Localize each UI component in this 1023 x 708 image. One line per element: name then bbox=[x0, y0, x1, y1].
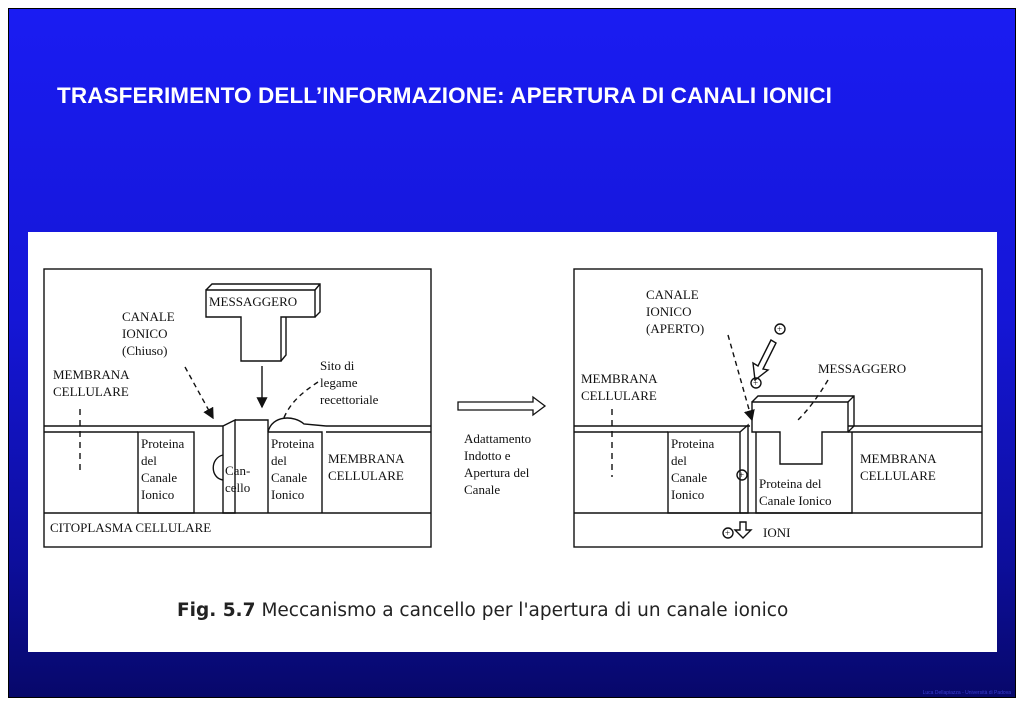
left-membrana-right-label-2: CELLULARE bbox=[328, 468, 404, 483]
transition-labels: Adattamento Indotto e Apertura del Canal… bbox=[464, 431, 531, 497]
plus-ion-circle-3 bbox=[736, 469, 748, 481]
arrow-label-2: Indotto e bbox=[464, 448, 511, 463]
right-canale-label-3: (APERTO) bbox=[646, 321, 704, 336]
left-cancello-label-1: Can- bbox=[225, 463, 250, 478]
left-sito-leader bbox=[282, 381, 319, 421]
left-panel bbox=[43, 268, 432, 548]
right-messenger-depth bbox=[751, 395, 855, 433]
slide-background: TRASFERIMENTO DELL’INFORMAZIONE: APERTUR… bbox=[8, 8, 1016, 698]
arrow-label-4: Canale bbox=[464, 482, 500, 497]
plus-ion-circle-1 bbox=[774, 323, 786, 335]
ion-channel-diagram: MESSAGGERO CANALE IONICO (Chiuso) MEMBRA… bbox=[43, 268, 983, 548]
right-proteina2-label-2: Canale Ionico bbox=[759, 493, 832, 508]
plus-sign-1: + bbox=[777, 324, 782, 334]
right-ioni-label: IONI bbox=[763, 525, 790, 540]
left-cancello-label-2: cello bbox=[225, 480, 250, 495]
right-membrana-right-label-1: MEMBRANA bbox=[860, 451, 937, 466]
right-membrana-right-label-2: CELLULARE bbox=[860, 468, 936, 483]
left-sito-label-3: recettoriale bbox=[320, 392, 379, 407]
left-messenger-depth bbox=[205, 283, 321, 362]
figure-caption-text: Meccanismo a cancello per l'apertura di … bbox=[261, 600, 789, 621]
left-proteina2-label-2: del bbox=[271, 453, 287, 468]
arrow-label-3: Apertura del bbox=[464, 465, 530, 480]
left-panel-frame bbox=[43, 268, 432, 548]
left-membrana-label-2: CELLULARE bbox=[53, 384, 129, 399]
left-sito-label-2: legame bbox=[320, 375, 358, 390]
left-gate-bump bbox=[212, 454, 224, 481]
left-proteina-label-1: Proteina bbox=[141, 436, 185, 451]
figure-panel: MESSAGGERO CANALE IONICO (Chiuso) MEMBRA… bbox=[28, 232, 997, 652]
left-proteina-label-4: Ionico bbox=[141, 487, 174, 502]
left-binding-site bbox=[267, 417, 327, 433]
left-messaggero-label: MESSAGGERO bbox=[209, 294, 297, 309]
right-membrana-label-2: CELLULARE bbox=[581, 388, 657, 403]
right-proteina-label-2: del bbox=[671, 453, 687, 468]
left-gate-side bbox=[222, 418, 236, 514]
right-canale-label-1: CANALE bbox=[646, 287, 699, 302]
left-protein-block bbox=[137, 431, 195, 514]
arrow-label-1: Adattamento bbox=[464, 431, 531, 446]
plus-sign-2: + bbox=[753, 378, 758, 388]
right-panel bbox=[573, 268, 983, 548]
slide-footer: Luca Dellapiazza - Università di Padova bbox=[922, 690, 1011, 696]
left-proteina2-label-3: Canale bbox=[271, 470, 307, 485]
transition-arrow-shape bbox=[457, 395, 547, 417]
right-panel-labels: CANALE IONICO (APERTO) MEMBRANA CELLULAR… bbox=[581, 287, 937, 540]
right-protein2-block bbox=[755, 432, 853, 514]
left-membrana-right-label-1: MEMBRANA bbox=[328, 451, 405, 466]
left-canale-label-3: (Chiuso) bbox=[122, 343, 168, 358]
slide-title: TRASFERIMENTO DELL’INFORMAZIONE: APERTUR… bbox=[57, 83, 832, 108]
right-ion-entry-arrow bbox=[752, 339, 777, 382]
plus-ion-circle-2 bbox=[750, 377, 762, 389]
right-ion-exit-arrow bbox=[733, 521, 753, 539]
left-proteina-label-2: del bbox=[141, 453, 157, 468]
right-proteina-label-3: Canale bbox=[671, 470, 707, 485]
right-panel-frame bbox=[573, 268, 983, 548]
right-proteina2-label-1: Proteina del bbox=[759, 476, 822, 491]
left-canale-label-1: CANALE bbox=[122, 309, 175, 324]
left-citoplasma-label: CITOPLASMA CELLULARE bbox=[50, 520, 211, 535]
figure-caption-number: Fig. 5.7 bbox=[177, 600, 256, 621]
left-canale-leader bbox=[184, 366, 214, 420]
left-gate-front bbox=[235, 419, 269, 513]
left-canale-label-2: IONICO bbox=[122, 326, 168, 341]
right-protein-block bbox=[667, 431, 741, 514]
right-proteina-label-1: Proteina bbox=[671, 436, 715, 451]
plus-ion-circle-4 bbox=[722, 527, 734, 539]
left-protein2-block bbox=[268, 431, 323, 513]
right-canale-leader bbox=[727, 334, 755, 422]
right-messaggero-label: MESSAGGERO bbox=[818, 361, 906, 376]
right-proteina-label-4: Ionico bbox=[671, 487, 704, 502]
plus-sign-3: + bbox=[739, 470, 744, 480]
left-proteina2-label-1: Proteina bbox=[271, 436, 315, 451]
left-sito-label-1: Sito di bbox=[320, 358, 355, 373]
right-messenger-shape bbox=[751, 401, 849, 465]
right-messaggero-leader bbox=[797, 379, 829, 421]
right-membrana-label-1: MEMBRANA bbox=[581, 371, 658, 386]
right-canale-label-2: IONICO bbox=[646, 304, 692, 319]
plus-sign-4: + bbox=[725, 528, 730, 538]
right-plus-signs: + + + + bbox=[725, 324, 782, 538]
transition-arrow bbox=[457, 395, 547, 417]
right-protein-depth bbox=[739, 423, 749, 514]
left-panel-labels: MESSAGGERO CANALE IONICO (Chiuso) MEMBRA… bbox=[50, 294, 405, 535]
left-membrana-label-1: MEMBRANA bbox=[53, 367, 130, 382]
left-proteina2-label-4: Ionico bbox=[271, 487, 304, 502]
left-proteina-label-3: Canale bbox=[141, 470, 177, 485]
